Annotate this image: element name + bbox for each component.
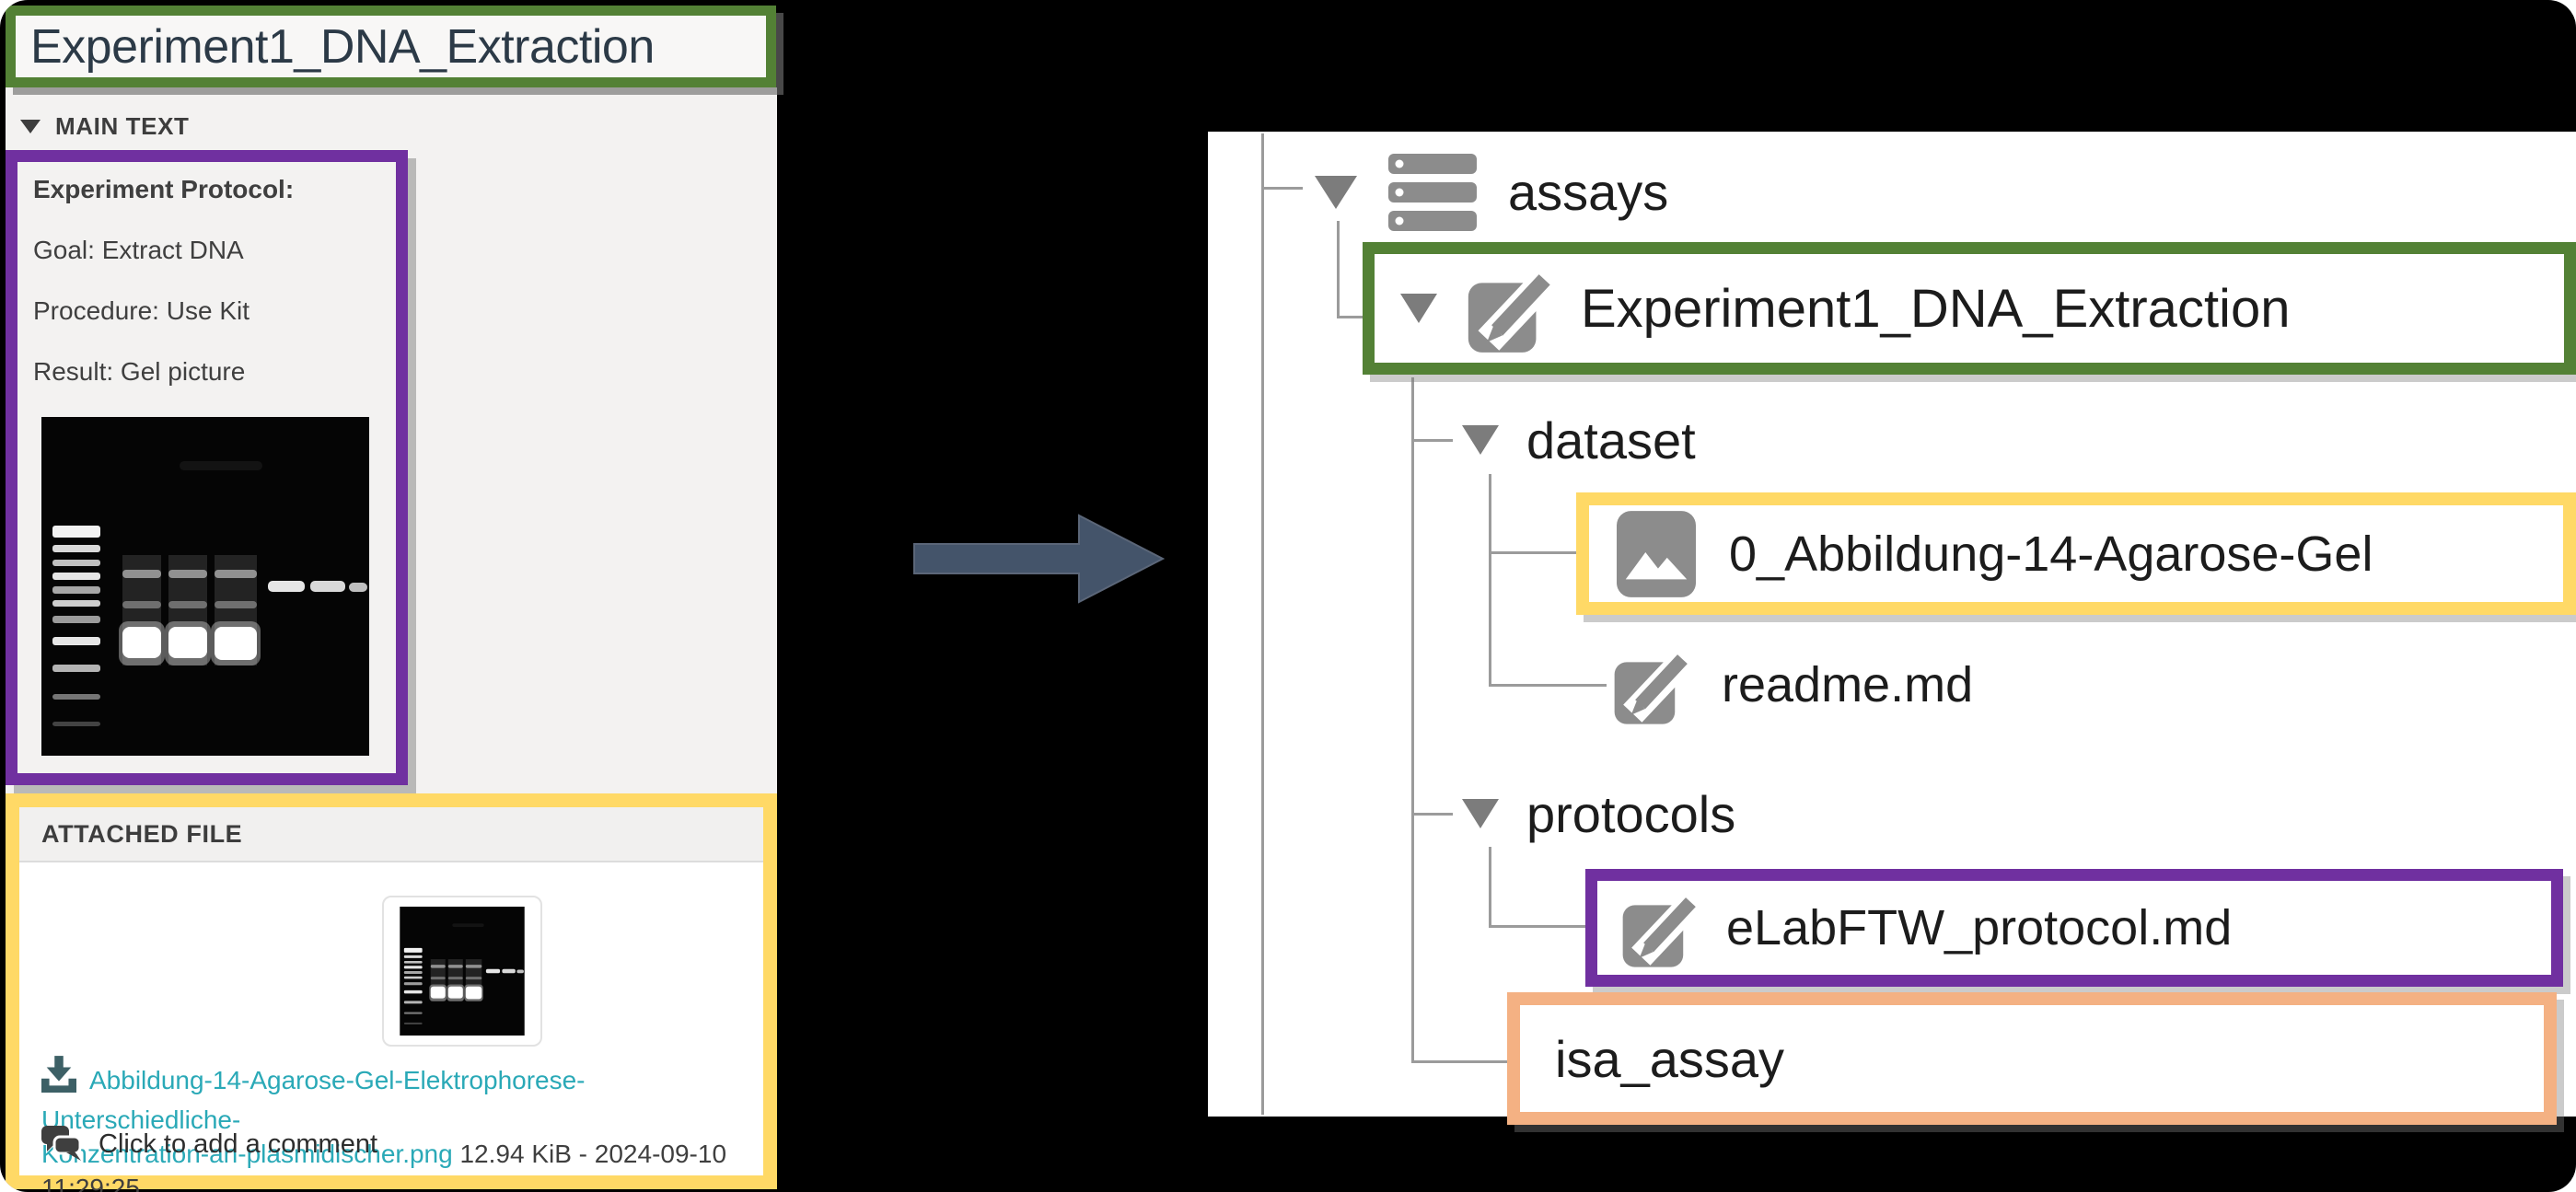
- tree-item-experiment-highlight-green[interactable]: Experiment1_DNA_Extraction: [1363, 242, 2576, 375]
- attachment-file-block: Abbildung-14-Agarose-Gel-Elektrophorese-…: [41, 1056, 756, 1192]
- tree-line: [1411, 813, 1453, 816]
- image-icon: [1617, 510, 1696, 597]
- tree-line: [1411, 439, 1453, 442]
- attachment-link-line1[interactable]: Abbildung-14-Agarose-Gel-Elektrophorese-…: [41, 1066, 586, 1134]
- edit-icon: [1614, 652, 1688, 724]
- tree-line: [1261, 187, 1303, 190]
- protocol-line: Procedure: Use Kit: [33, 296, 249, 325]
- tree-item-isa-assay-highlight-orange[interactable]: isa_assay: [1507, 992, 2557, 1125]
- tree-item-protocol-file-highlight-purple[interactable]: eLabFTW_protocol.md: [1585, 869, 2563, 987]
- protocol-text: Experiment Protocol: Goal: Extract DNA P…: [33, 176, 294, 419]
- chevron-down-icon[interactable]: [1400, 294, 1437, 323]
- tree-item-label: readme.md: [1722, 657, 1974, 712]
- file-tree-panel: assays Experiment1_DNA_Extraction datase…: [1208, 132, 2576, 1125]
- main-text-section-header[interactable]: MAIN TEXT: [20, 112, 190, 141]
- tree-item-protocols[interactable]: protocols: [1462, 781, 1735, 846]
- gel-image: [41, 417, 369, 756]
- edit-icon: [1468, 271, 1551, 353]
- attachment-meta: 12.94 KiB - 2024-09-10 11:29:25: [41, 1140, 727, 1192]
- tree-line: [1489, 684, 1607, 687]
- add-comment-row[interactable]: Click to add a comment: [41, 1126, 377, 1163]
- tree-item-label: 0_Abbildung-14-Agarose-Gel: [1729, 526, 2373, 582]
- tree-line: [1489, 474, 1491, 686]
- tree-line: [1411, 377, 1414, 1063]
- tree-line: [1489, 925, 1585, 928]
- protocol-line: Goal: Extract DNA: [33, 236, 244, 264]
- tree-item-label: isa_assay: [1555, 1029, 1785, 1088]
- download-icon[interactable]: [41, 1056, 76, 1103]
- tree-line: [1489, 847, 1491, 927]
- tree-line: [1261, 133, 1264, 1115]
- experiment-title: Experiment1_DNA_Extraction: [30, 19, 655, 74]
- collapse-caret-icon: [20, 120, 41, 133]
- edit-icon: [1622, 895, 1697, 967]
- attached-file-header: ATTACHED FILE: [19, 807, 763, 862]
- attachment-link-line2[interactable]: Konzentration-an-plasmidischer.png: [41, 1140, 453, 1168]
- tree-item-image-file-highlight-yellow[interactable]: 0_Abbildung-14-Agarose-Gel: [1576, 492, 2576, 615]
- attached-file-label: ATTACHED FILE: [41, 819, 243, 848]
- tree-item-assays[interactable]: assays: [1315, 148, 1668, 236]
- experiment-title-highlight-green: Experiment1_DNA_Extraction: [6, 6, 776, 87]
- assays-list-icon: [1388, 153, 1477, 231]
- tree-line: [1337, 221, 1340, 318]
- main-text-highlight-purple: Experiment Protocol: Goal: Extract DNA P…: [6, 150, 408, 785]
- tree-line: [1411, 1060, 1507, 1063]
- tree-item-label: dataset: [1526, 411, 1696, 469]
- comments-icon: [41, 1126, 82, 1161]
- tree-item-label: assays: [1508, 163, 1669, 221]
- protocol-line: Result: Gel picture: [33, 357, 246, 386]
- attached-file-highlight-yellow: ATTACHED FILE Abbildung-14-Agarose-Gel-E…: [6, 793, 777, 1192]
- mapping-arrow-icon: [913, 514, 1166, 604]
- gel-thumbnail-image: [400, 907, 525, 1036]
- add-comment-label: Click to add a comment: [99, 1128, 378, 1159]
- tree-item-label: eLabFTW_protocol.md: [1726, 900, 2233, 955]
- tree-item-label: protocols: [1526, 784, 1736, 843]
- tree-line: [1489, 551, 1576, 554]
- chevron-down-icon[interactable]: [1315, 175, 1357, 209]
- tree-item-dataset[interactable]: dataset: [1462, 408, 1696, 472]
- chevron-down-icon[interactable]: [1462, 425, 1499, 455]
- chevron-down-icon[interactable]: [1462, 799, 1499, 828]
- tree-line: [1337, 316, 1366, 318]
- protocol-line: Experiment Protocol:: [33, 175, 295, 203]
- main-text-label: MAIN TEXT: [55, 112, 190, 140]
- tree-item-readme[interactable]: readme.md: [1613, 639, 1973, 731]
- tree-item-label: Experiment1_DNA_Extraction: [1581, 278, 2291, 339]
- attachment-thumbnail[interactable]: [382, 896, 542, 1047]
